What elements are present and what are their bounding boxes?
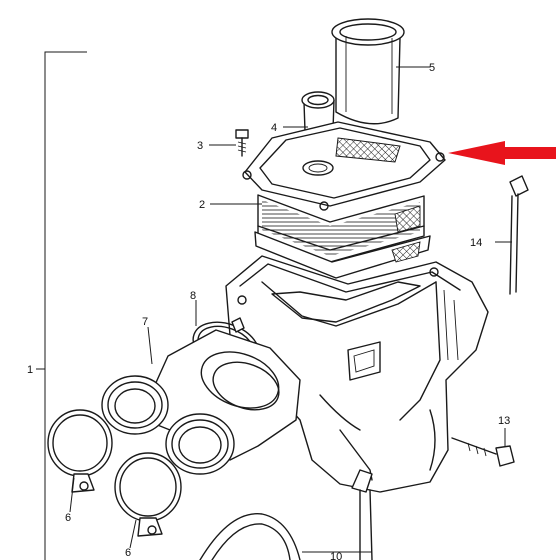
intake-duct-part-5	[331, 18, 405, 125]
callout-2: 2	[199, 199, 205, 211]
hose-clamp-part-6-left	[47, 409, 113, 493]
hose-clamp-part-6-right	[114, 452, 182, 537]
screw-part-3	[235, 129, 249, 157]
case-cover	[242, 121, 446, 211]
callout-7: 7	[142, 316, 148, 328]
filter-element-part-2	[257, 194, 425, 263]
red-arrow-icon	[448, 141, 556, 165]
callout-3: 3	[197, 140, 203, 152]
inlet-boot-part-7	[101, 329, 301, 475]
air-cleaner-case	[225, 255, 489, 560]
callout-6-right: 6	[125, 547, 131, 559]
strap-part-14	[509, 175, 529, 295]
bolt-part-13	[451, 437, 515, 467]
assembly-bracket	[36, 51, 87, 560]
hose-part-10	[199, 513, 372, 560]
callout-13: 13	[498, 415, 510, 427]
callout-8: 8	[190, 290, 196, 302]
callout-6-left: 6	[65, 512, 71, 524]
callout-10: 10	[330, 551, 342, 560]
leader-lines	[69, 66, 512, 549]
callout-5: 5	[429, 62, 435, 74]
gasket	[254, 231, 431, 279]
callout-14: 14	[470, 237, 482, 249]
callout-4: 4	[271, 122, 277, 134]
callout-1: 1	[27, 364, 33, 376]
